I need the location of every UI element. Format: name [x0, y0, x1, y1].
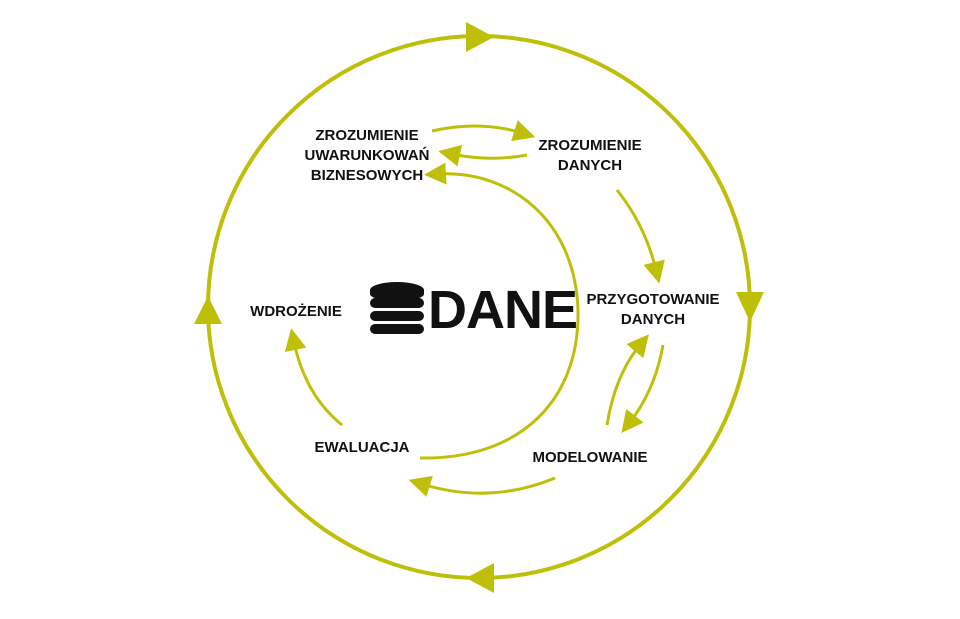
arrow-eval-to-deploy: [284, 328, 343, 427]
stage-modeling: MODELOWANIE: [532, 449, 648, 466]
arrow-data-to-prep: [615, 189, 665, 284]
outer-arrow-right: [736, 292, 764, 322]
center-title: DANE: [428, 280, 578, 340]
arrow-model-to-eval: [408, 475, 556, 497]
database-icon: [370, 282, 424, 334]
stage-data-preparation: PRZYGOTOWANIE DANYCH: [586, 291, 720, 328]
arrow-model-to-prep: [605, 334, 649, 426]
stage-deployment: WDROŻENIE: [250, 303, 342, 320]
outer-arrow-bottom: [466, 563, 494, 593]
stage-evaluation: EWALUACJA: [314, 439, 410, 456]
arrow-business-to-data: [431, 120, 536, 142]
stage-data-understanding: ZROZUMIENIE DANYCH: [538, 137, 642, 174]
outer-arrow-left: [194, 296, 222, 324]
stage-business-understanding: ZROZUMIENIE UWARUNKOWAŃ BIZNESOWYCH: [304, 127, 430, 184]
arrow-prep-to-model: [621, 344, 665, 434]
arrow-data-to-business: [438, 144, 528, 167]
arrow-inner-loop: [419, 162, 580, 460]
outer-arrow-top: [466, 22, 494, 52]
